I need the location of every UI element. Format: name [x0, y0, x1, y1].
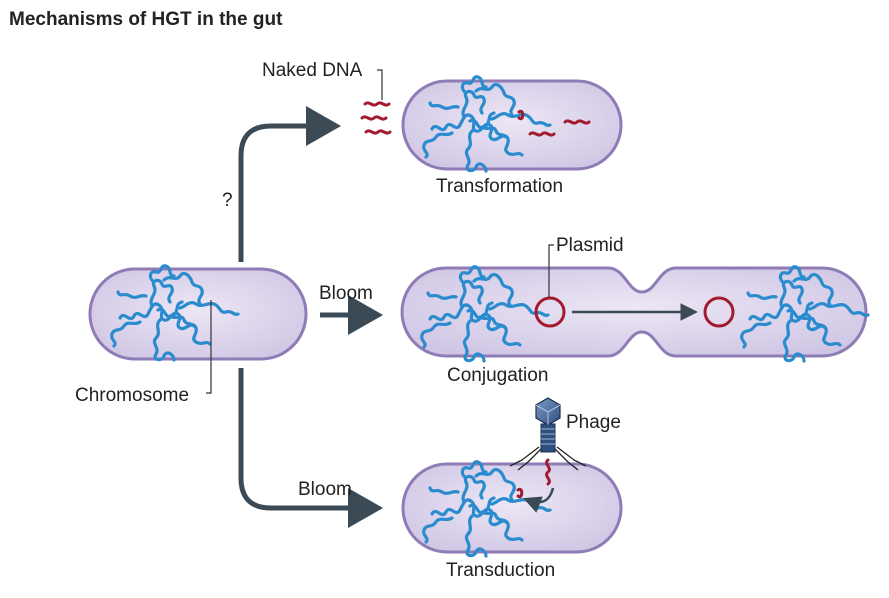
chromosome-label: Chromosome	[75, 385, 189, 406]
transduction-label: Transduction	[446, 560, 555, 581]
chromosome-pointer	[206, 300, 212, 394]
plasmid-pointer	[548, 244, 554, 297]
plasmid-label: Plasmid	[556, 235, 624, 256]
phage-icon	[509, 397, 587, 471]
conjugation-cells	[400, 265, 870, 363]
transformation-cell	[401, 75, 623, 173]
transduced-dna	[516, 487, 524, 499]
bloom-label-transduction: Bloom	[298, 479, 352, 500]
bloom-label-conjugation: Bloom	[319, 283, 373, 304]
injected-dna	[545, 458, 551, 486]
source-cell	[88, 264, 308, 362]
naked-dna-fragments	[360, 101, 392, 135]
recipient-plasmid	[703, 296, 735, 328]
integrated-dna	[517, 109, 525, 121]
naked-dna-label: Naked DNA	[262, 60, 363, 81]
phage-label: Phage	[566, 412, 621, 433]
arrow-to-transduction	[238, 368, 383, 528]
arrow-to-transformation	[238, 106, 341, 262]
transformation-label: Transformation	[436, 176, 563, 197]
figure-title: Mechanisms of HGT in the gut	[9, 9, 283, 30]
question-mark: ?	[222, 190, 233, 211]
internal-dna-1	[528, 131, 556, 137]
internal-dna-2	[563, 119, 591, 125]
integration-arrow	[523, 487, 555, 513]
naked-dna-pointer	[377, 69, 383, 100]
conjugation-label: Conjugation	[447, 365, 548, 386]
donor-plasmid	[534, 296, 566, 328]
transduction-cell	[401, 458, 623, 558]
